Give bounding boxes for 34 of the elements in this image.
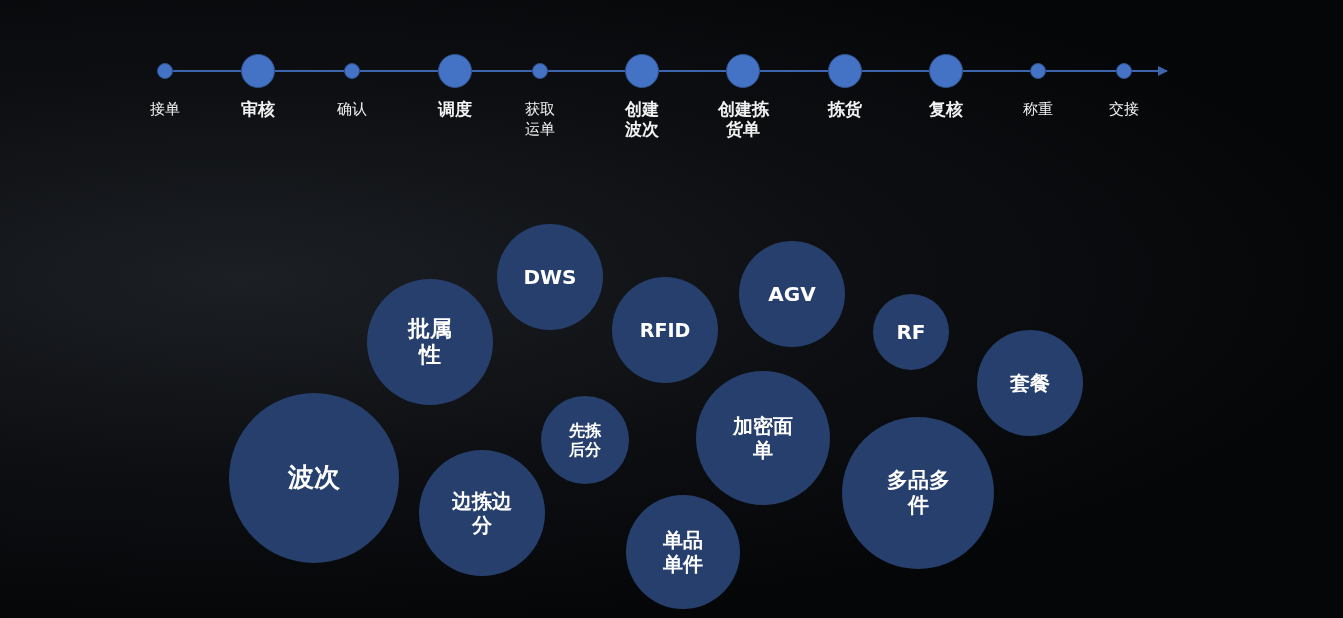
step-label: 交接 bbox=[1108, 99, 1140, 119]
timeline-line bbox=[359, 70, 439, 72]
step-label: 接单 bbox=[149, 99, 181, 119]
bubble-label: 批属性 bbox=[407, 315, 453, 369]
step-label: 拣货 bbox=[826, 99, 863, 119]
timeline-arrow bbox=[1131, 66, 1168, 76]
bubble-label: RF bbox=[896, 320, 926, 344]
step-label: 创建拣货单 bbox=[716, 99, 770, 139]
bubble-label: 加密面单 bbox=[732, 414, 794, 462]
timeline-line bbox=[861, 70, 930, 72]
timeline-line bbox=[547, 70, 626, 72]
step-label: 复核 bbox=[928, 99, 964, 119]
timeline-line bbox=[658, 70, 727, 72]
bubble-label: 单品单件 bbox=[662, 528, 704, 576]
timeline-line bbox=[759, 70, 829, 72]
step-label: 获取运单 bbox=[524, 99, 556, 139]
bubble-label: 多品多件 bbox=[885, 467, 951, 519]
step-label: 调度 bbox=[436, 99, 473, 119]
bubble-label: 波次 bbox=[288, 462, 340, 494]
bubble-label: 先拣后分 bbox=[568, 420, 602, 460]
bubble-label: 套餐 bbox=[1010, 371, 1050, 395]
timeline-line bbox=[274, 70, 345, 72]
step-label: 审核 bbox=[240, 99, 276, 119]
step-label: 确认 bbox=[336, 99, 368, 119]
step-label: 创建波次 bbox=[624, 99, 660, 139]
bubble-label: AGV bbox=[768, 282, 816, 306]
timeline-line bbox=[962, 70, 1031, 72]
timeline-line bbox=[471, 70, 533, 72]
bubble-label: DWS bbox=[523, 265, 577, 289]
step-label: 称重 bbox=[1022, 99, 1054, 119]
bubble-label: 边拣边分 bbox=[451, 489, 513, 537]
timeline-line bbox=[1045, 70, 1117, 72]
bubble-label: RFID bbox=[639, 318, 691, 342]
timeline-line bbox=[172, 70, 242, 72]
